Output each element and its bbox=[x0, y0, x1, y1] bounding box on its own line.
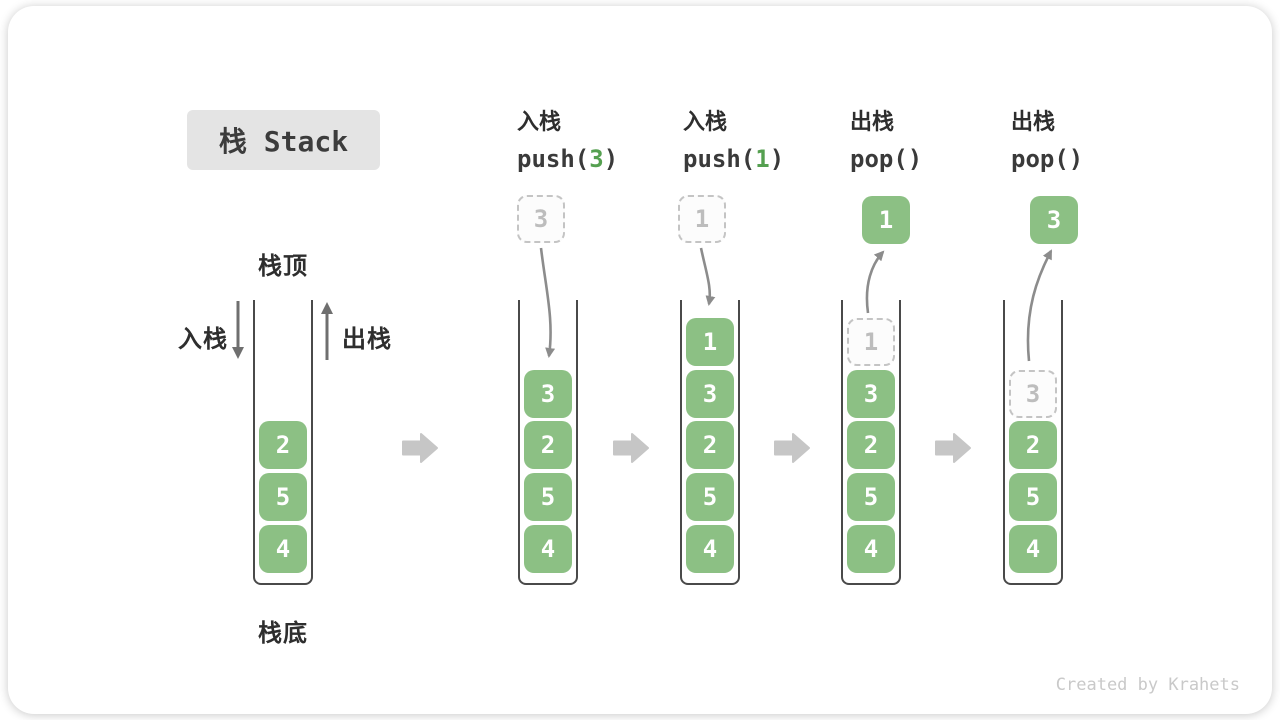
floating-item-popped: 1 bbox=[862, 196, 910, 244]
operation-label-after-pop-1: 出栈 pop() bbox=[850, 104, 922, 173]
stack-item: 5 bbox=[847, 473, 895, 521]
operation-label-after-push-3: 入栈 push(3) bbox=[517, 104, 618, 173]
stack-item: 4 bbox=[686, 525, 734, 573]
pop-side-label: 出栈 bbox=[342, 325, 392, 353]
stack-item: 5 bbox=[524, 473, 572, 521]
title-badge: 栈 Stack bbox=[187, 110, 380, 170]
operation-argument: 1 bbox=[755, 145, 770, 173]
stack-item: 2 bbox=[847, 421, 895, 469]
operation-code: pop() bbox=[1011, 145, 1084, 173]
stack-item: 2 bbox=[524, 421, 572, 469]
operation-name: 入栈 bbox=[517, 110, 562, 135]
operation-argument: 3 bbox=[589, 145, 604, 173]
stack-bottom-label: 栈底 bbox=[258, 619, 308, 647]
operation-name: 入栈 bbox=[683, 110, 728, 135]
floating-item-to-push: 1 bbox=[678, 195, 726, 243]
stack-item: 1 bbox=[847, 318, 895, 366]
stack-item: 5 bbox=[686, 473, 734, 521]
stack-item: 3 bbox=[847, 370, 895, 418]
stack-item: 3 bbox=[686, 370, 734, 418]
operation-code: push(1) bbox=[683, 145, 785, 173]
stack-item: 5 bbox=[259, 473, 307, 521]
operation-name: 出栈 bbox=[1011, 110, 1056, 135]
stack-item: 3 bbox=[1009, 370, 1057, 418]
stack-item: 4 bbox=[524, 525, 572, 573]
stack-top-label: 栈顶 bbox=[258, 252, 308, 280]
operation-label-after-push-1: 入栈 push(1) bbox=[683, 104, 784, 173]
stack-item: 4 bbox=[1009, 525, 1057, 573]
title-text: 栈 Stack bbox=[218, 125, 349, 158]
operation-label-after-pop-3: 出栈 pop() bbox=[1011, 104, 1083, 173]
stack-item: 4 bbox=[847, 525, 895, 573]
push-side-label: 入栈 bbox=[178, 325, 228, 353]
stack-item: 2 bbox=[686, 421, 734, 469]
operation-name: 出栈 bbox=[850, 110, 895, 135]
stack-item: 5 bbox=[1009, 473, 1057, 521]
stack-item: 2 bbox=[1009, 421, 1057, 469]
stack-item: 2 bbox=[259, 421, 307, 469]
watermark: Created by Krahets bbox=[1055, 675, 1240, 695]
stack-item: 3 bbox=[524, 370, 572, 418]
stack-item: 4 bbox=[259, 525, 307, 573]
floating-item-to-push: 3 bbox=[517, 195, 565, 243]
floating-item-popped: 3 bbox=[1030, 196, 1078, 244]
operation-code: push(3) bbox=[517, 145, 619, 173]
stack-item: 1 bbox=[686, 318, 734, 366]
operation-code: pop() bbox=[850, 145, 923, 173]
